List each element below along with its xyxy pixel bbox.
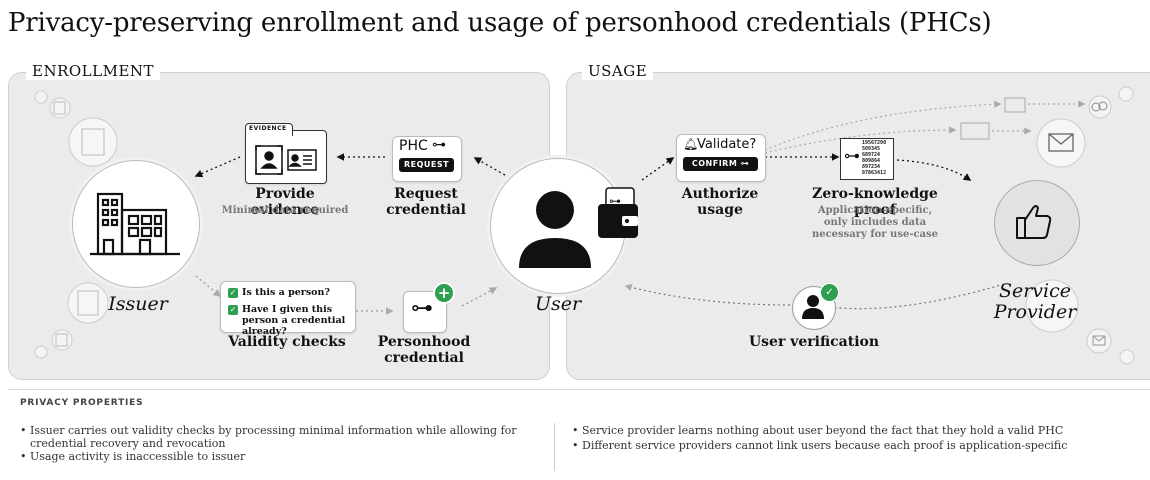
faded-issuer-circle	[34, 90, 48, 104]
arrow-user-to-authorize	[641, 157, 675, 181]
evidence-tab	[245, 123, 293, 136]
envelope-icon	[1092, 335, 1106, 346]
arrow-credential-to-user	[461, 287, 498, 307]
zkp-digit-row: 87863412	[862, 170, 887, 176]
validity-checks-card	[220, 281, 356, 333]
zkp-digit-row: 689724	[862, 152, 881, 158]
arrow-zkp-to-service	[896, 159, 972, 181]
privacy-right-text: Service provider learns nothing about us…	[582, 424, 1064, 437]
check-1-text: Is this a person?	[242, 287, 330, 298]
envelope-icon	[1048, 133, 1074, 152]
thumbs-up-icon	[1016, 205, 1052, 239]
arrow-evidence-to-issuer	[194, 156, 241, 178]
chat-icon	[1091, 101, 1108, 112]
zkp-digit-row: 19567290	[862, 140, 887, 146]
phc-text: PHC	[399, 138, 428, 154]
bell-icon: 🔔︎	[683, 137, 699, 151]
faded-issuer-circle	[51, 329, 73, 351]
privacy-divider	[8, 389, 1150, 390]
privacy-right-item: •Different service providers cannot link…	[572, 439, 1068, 452]
arrow-faded-1	[764, 100, 1002, 151]
zkp-digit-row: 809864	[862, 158, 881, 164]
faded-issuer-circle	[34, 345, 48, 359]
verified-badge-icon: ✓	[820, 283, 839, 302]
evidence-tag: EVIDENCE	[249, 125, 287, 132]
confirm-button-label: CONFIRM	[691, 159, 738, 168]
arrow-service-to-user	[829, 283, 1005, 310]
request-credential-text: Request credential	[386, 186, 466, 218]
plus-badge-icon: +	[433, 282, 455, 304]
confirm-button[interactable]: CONFIRM ⊶	[683, 157, 758, 171]
check-1-box: ✓	[228, 288, 238, 298]
building-icon	[90, 192, 180, 256]
diagram-connectors	[34, 86, 1135, 365]
user-icon	[519, 191, 591, 268]
key-icon: ⊶	[432, 137, 446, 153]
privacy-left-list: •Issuer carries out validity checks by p…	[20, 424, 530, 463]
validity-checks-label: Validity checks	[228, 334, 346, 350]
faded-issuer-circle	[49, 97, 71, 119]
request-credential-label: Request credential	[376, 186, 476, 218]
user-verification-label: User verification	[748, 334, 880, 350]
faded-service-circle	[1036, 118, 1086, 168]
id-card-icon	[255, 145, 317, 175]
provide-evidence-sub: Minimal data required	[221, 205, 349, 216]
validate-text: Validate?	[697, 137, 757, 152]
usage-section-label: USAGE	[582, 62, 654, 80]
service-provider-node	[994, 180, 1080, 266]
faded-doc-icon	[960, 97, 1026, 140]
building-icon	[53, 101, 105, 347]
page-title: Privacy-preserving enrollment and usage …	[8, 8, 992, 38]
faded-issuer-circle	[68, 117, 118, 167]
arrow-faded-2	[764, 126, 957, 154]
zkp-sub: Application-specific, only includes data…	[811, 205, 939, 240]
privacy-left-text: Issuer carries out validity checks by pr…	[30, 424, 517, 450]
key-icon: ⊶	[844, 146, 860, 165]
zkp-label: Zero-knowledge proof	[812, 186, 938, 218]
privacy-divider-vertical	[554, 423, 555, 471]
personhood-credential-label: Personhood credential	[377, 334, 471, 366]
authorize-usage-label: Authorize usage	[681, 186, 759, 218]
privacy-left-item: •Issuer carries out validity checks by p…	[20, 424, 530, 450]
zkp-digit-row: 509345	[862, 146, 881, 152]
zkp-digits: 19567290 509345 689724 809864 897234 878…	[862, 140, 886, 176]
evidence-folder	[245, 130, 327, 184]
provide-evidence-label: Provide evidence	[250, 186, 320, 218]
privacy-left-text: Usage activity is inaccessible to issuer	[30, 450, 246, 463]
issuer-label: Issuer	[108, 293, 168, 315]
arrow-issuer-to-checks	[195, 275, 222, 297]
arrow-verify-to-user	[624, 283, 791, 306]
zkp-digit-row: 897234	[862, 164, 881, 170]
privacy-right-item: •Service provider learns nothing about u…	[572, 424, 1064, 437]
faded-issuer-circle	[67, 282, 109, 324]
privacy-header: PRIVACY PROPERTIES	[20, 398, 144, 408]
faded-service-circle	[1118, 86, 1134, 102]
enrollment-section-label: ENROLLMENT	[26, 62, 161, 80]
user-icon	[802, 295, 824, 319]
check-2-text: Have I given this person a credential al…	[242, 304, 346, 337]
arrow-user-to-request	[473, 157, 506, 176]
faded-service-circle	[1119, 349, 1135, 365]
faded-service-circle	[1025, 279, 1079, 333]
privacy-right-text: Different service providers cannot link …	[582, 439, 1068, 452]
privacy-left-item: •Usage activity is inaccessible to issue…	[20, 450, 246, 463]
privacy-right-list: •Service provider learns nothing about u…	[572, 424, 1147, 452]
request-button[interactable]: REQUEST	[399, 158, 454, 172]
key-icon: ⊶	[411, 296, 433, 321]
wallet-icon: ⊶	[598, 187, 638, 238]
check-2-box: ✓	[228, 305, 238, 315]
user-label: User	[534, 293, 582, 315]
service-provider-label: Service Provider	[993, 280, 1077, 323]
zkp-doc	[840, 138, 894, 180]
